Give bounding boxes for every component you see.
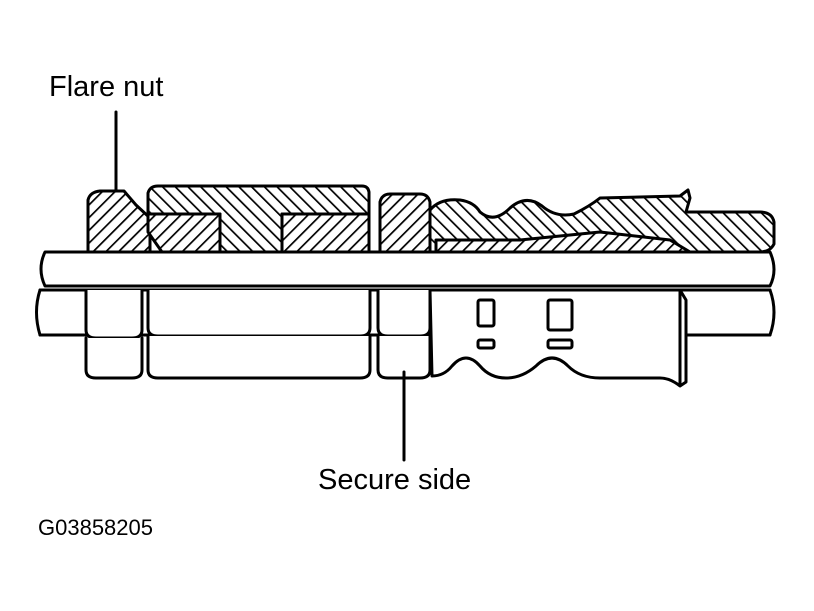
figure-code: G03858205 bbox=[38, 515, 153, 540]
hose-fitting-section bbox=[428, 188, 776, 254]
flare-nut-label: Flare nut bbox=[49, 71, 164, 103]
flare-nut-hex bbox=[84, 288, 144, 380]
tube-upper bbox=[39, 250, 776, 288]
flare-nut-section bbox=[86, 189, 152, 254]
union-insert-right bbox=[280, 212, 371, 254]
secure-nut-section bbox=[378, 192, 432, 254]
secure-side-label: Secure side bbox=[318, 464, 472, 496]
hose-inner-section bbox=[434, 230, 692, 254]
crimp-sleeve-windows bbox=[476, 298, 574, 350]
union-body-hex bbox=[146, 288, 372, 380]
secure-nut-hex bbox=[376, 288, 432, 380]
union-insert-left bbox=[146, 212, 222, 254]
